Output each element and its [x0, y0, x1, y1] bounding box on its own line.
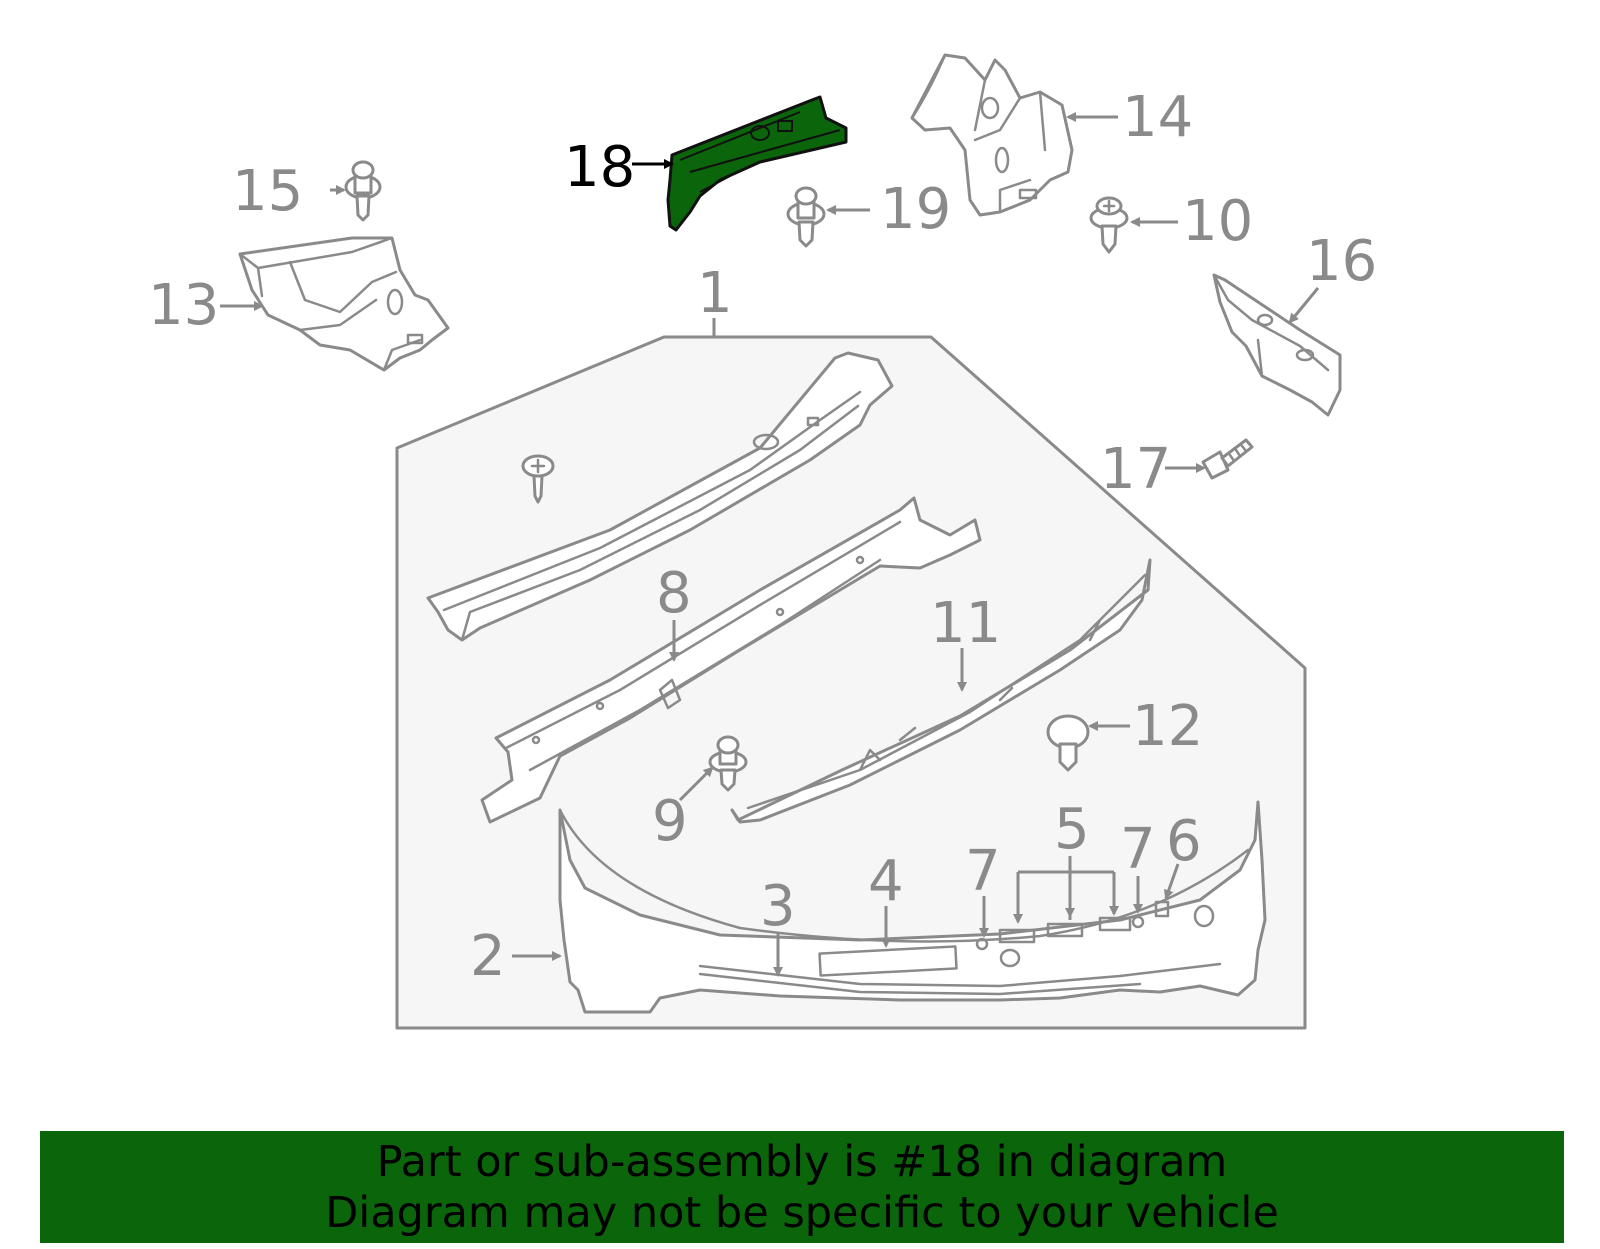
part-13-bracket[interactable]: [238, 236, 450, 372]
callout-16: 16: [1306, 229, 1377, 294]
part-2-lower-panel[interactable]: [558, 800, 1267, 1014]
callout-7-left: 7: [965, 839, 1001, 904]
assembly-screw[interactable]: [521, 454, 555, 504]
callout-17: 17: [1100, 437, 1171, 502]
callout-12: 12: [1132, 694, 1203, 759]
callout-8: 8: [656, 561, 692, 626]
callout-4: 4: [868, 849, 904, 914]
part-15-clip[interactable]: [344, 160, 382, 222]
callout-13: 13: [148, 273, 219, 338]
part-19-clip[interactable]: [786, 186, 826, 248]
callout-7-right: 7: [1120, 817, 1156, 882]
callout-19: 19: [880, 177, 951, 242]
part-17-bolt[interactable]: [1201, 438, 1254, 480]
callout-3: 3: [760, 874, 796, 939]
part-12-plug[interactable]: [1046, 714, 1090, 772]
callout-14: 14: [1122, 85, 1193, 150]
callout-5: 5: [1054, 797, 1090, 862]
callout-18: 18: [564, 135, 635, 200]
leader-lines: [220, 112, 1320, 977]
part-14-bracket[interactable]: [910, 53, 1074, 217]
callout-11: 11: [930, 591, 1001, 656]
banner-line-2: Diagram may not be specific to your vehi…: [325, 1188, 1279, 1238]
part-info-banner: Part or sub-assembly is #18 in diagram D…: [40, 1131, 1564, 1243]
callout-10: 10: [1182, 189, 1253, 254]
banner-line-1: Part or sub-assembly is #18 in diagram: [376, 1137, 1228, 1187]
callout-1: 1: [697, 261, 733, 326]
part-9-clip[interactable]: [708, 735, 748, 792]
cowl-top-panel[interactable]: [426, 351, 894, 642]
part-8-cowl-panel[interactable]: [480, 496, 982, 824]
assembly-1-boundary: [395, 335, 1307, 1030]
callout-6: 6: [1166, 809, 1202, 874]
callout-9: 9: [652, 789, 688, 854]
part-11-seal[interactable]: [730, 558, 1152, 824]
callout-2: 2: [470, 924, 506, 989]
part-10-clip[interactable]: [1089, 196, 1129, 254]
callout-15: 15: [232, 159, 303, 224]
part-18-bracket[interactable]: [666, 95, 848, 232]
part-16-bracket[interactable]: [1212, 273, 1342, 417]
